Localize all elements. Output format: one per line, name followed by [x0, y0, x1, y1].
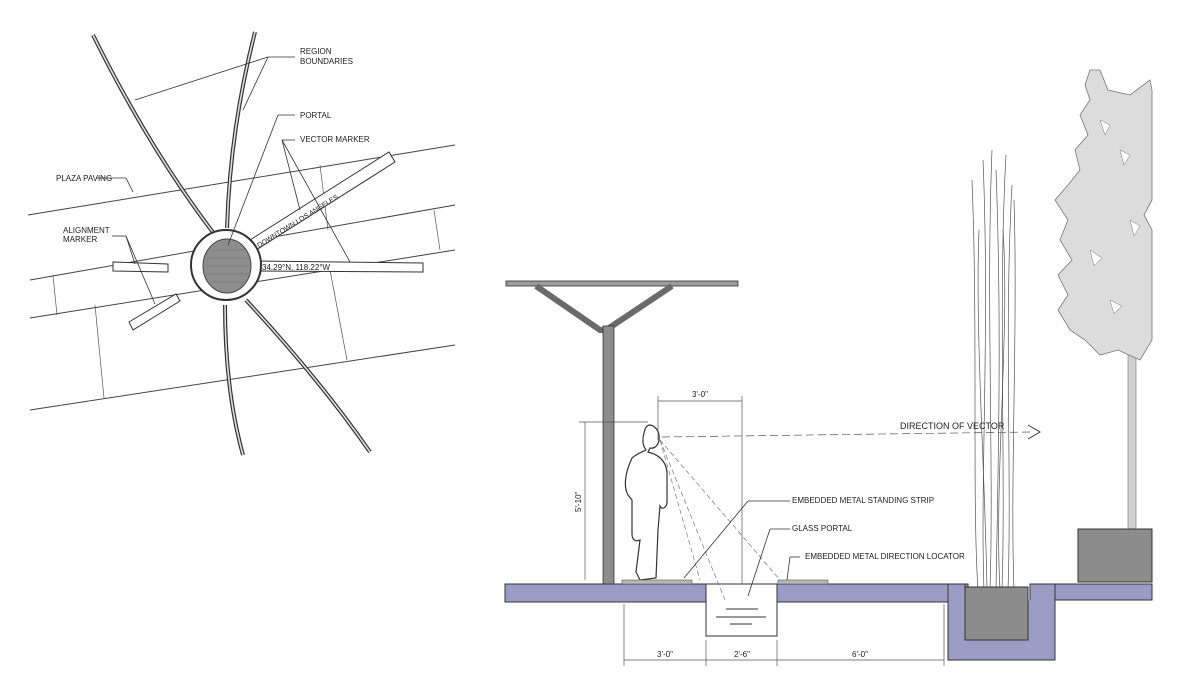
glass-portal-label: GLASS PORTAL [792, 524, 853, 533]
direction-locator-label: EMBEDDED METAL DIRECTION LOCATOR [805, 552, 965, 561]
plan-leaders [96, 56, 351, 305]
canopy-structure [505, 280, 739, 585]
dim-top-width: 3'-0" [692, 390, 708, 399]
region-boundaries-label-line2: BOUNDARIES [300, 57, 353, 66]
standing-strip [621, 579, 693, 585]
section-leaders [683, 500, 800, 597]
portal-circle [190, 229, 262, 301]
direction-of-vector-label: DIRECTION OF VECTOR [900, 421, 1005, 431]
tree [1054, 69, 1153, 583]
alignment-marker-label-line1: ALIGNMENT [63, 226, 110, 235]
sight-lines [659, 424, 1041, 601]
plan-labels: REGION BOUNDARIES PORTAL VECTOR MARKER P… [56, 47, 370, 244]
ground-slab [504, 583, 1153, 661]
plan-view: 34.29°N, 118.22°W DOWNTOWN LOS ANGELES [27, 31, 456, 456]
plaza-paving-label: PLAZA PAVING [56, 174, 112, 183]
dim-bottom-1: 3'-0" [657, 650, 673, 659]
portal-label: PORTAL [300, 111, 332, 120]
alignment-marker-label-line2: MARKER [63, 235, 97, 244]
alignment-marker-bars [112, 261, 181, 331]
region-boundaries [91, 31, 372, 456]
dim-height: 5'-10" [574, 491, 583, 512]
dim-bottom-3: 6'-0" [852, 650, 868, 659]
section-view: 3'-0" 5'-10" 3'-0" 2'-6" 6'-0" DIRECTION… [504, 69, 1153, 666]
tall-grasses [964, 149, 1029, 641]
standing-strip-label: EMBEDDED METAL STANDING STRIP [792, 496, 934, 505]
person-silhouette [624, 424, 668, 581]
dimension-lines [579, 396, 945, 666]
dimension-texts: 3'-0" 5'-10" 3'-0" 2'-6" 6'-0" [574, 390, 868, 659]
dim-bottom-2: 2'-6" [734, 650, 750, 659]
section-labels: DIRECTION OF VECTOR EMBEDDED METAL STAND… [792, 421, 1005, 561]
region-boundaries-label-line1: REGION [300, 47, 332, 56]
glass-portal-box [705, 583, 778, 637]
vector-marker-label: VECTOR MARKER [300, 135, 370, 144]
vector-marker-text-1: 34.29°N, 118.22°W [262, 263, 331, 272]
direction-locator [777, 579, 829, 585]
vector-marker-bars: 34.29°N, 118.22°W DOWNTOWN LOS ANGELES [249, 151, 424, 273]
